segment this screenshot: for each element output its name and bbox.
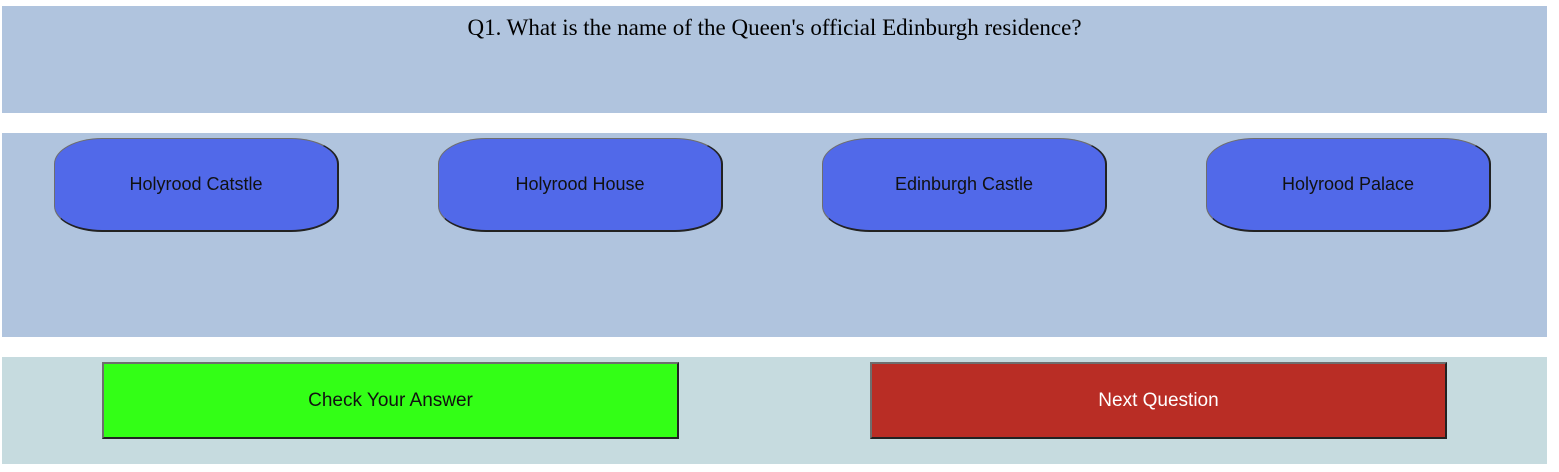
next-question-button[interactable]: Next Question — [870, 362, 1447, 439]
controls-panel: Check Your Answer Next Question — [2, 357, 1547, 464]
check-answer-button[interactable]: Check Your Answer — [102, 362, 679, 439]
answers-panel: Holyrood Catstle Holyrood House Edinburg… — [2, 133, 1547, 337]
answer-button-holyrood-palace[interactable]: Holyrood Palace — [1206, 138, 1491, 232]
answer-button-holyrood-house[interactable]: Holyrood House — [438, 138, 723, 232]
answer-button-holyrood-catstle[interactable]: Holyrood Catstle — [54, 138, 339, 232]
answer-button-edinburgh-castle[interactable]: Edinburgh Castle — [822, 138, 1107, 232]
question-panel: Q1. What is the name of the Queen's offi… — [2, 6, 1547, 113]
question-text: Q1. What is the name of the Queen's offi… — [467, 15, 1082, 40]
